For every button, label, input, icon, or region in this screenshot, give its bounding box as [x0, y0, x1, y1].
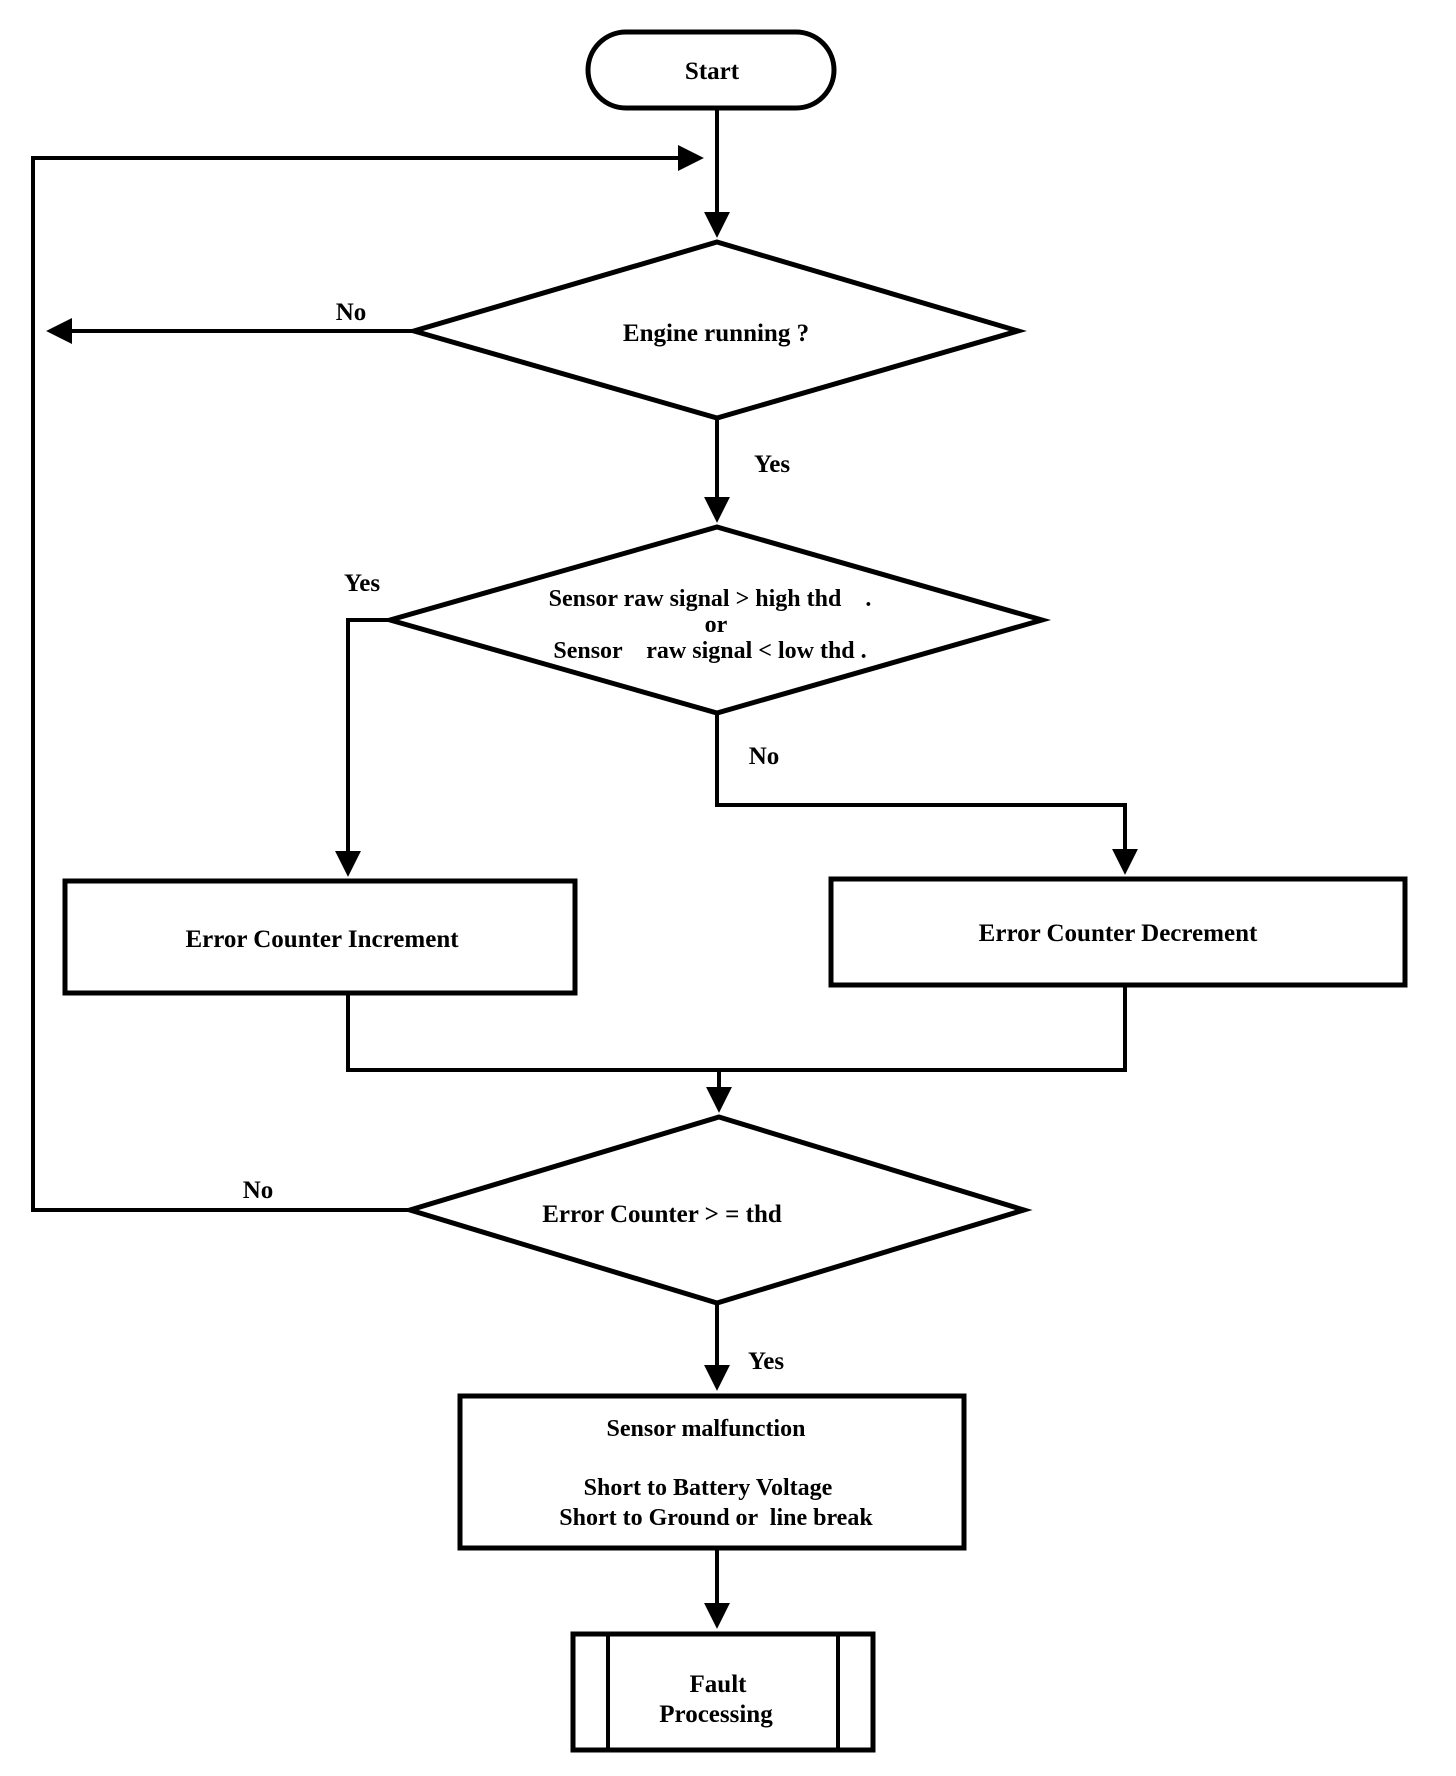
predefined-fault-processing-label-line1: Fault: [690, 1671, 748, 1698]
process-sensor-malfunction-label-line3: Short to Ground or line break: [559, 1505, 873, 1531]
connector-feedback-loop: [31, 145, 704, 1212]
decision-sensor-signal-label-line2: or: [705, 612, 728, 638]
edge-label-threshold-yes: Yes: [748, 1348, 784, 1375]
edge-label-sensor-signal-no: No: [749, 743, 780, 770]
edge-label-engine-running-no: No: [336, 299, 367, 326]
decision-sensor-signal-shape: [380, 524, 1052, 716]
start-node-label: Start: [685, 58, 740, 85]
decision-engine-running-shape: [405, 239, 1027, 421]
process-error-counter-decrement-shape: [828, 876, 1408, 988]
decision-engine-running-label: Engine running ?: [623, 320, 809, 347]
connector-sensor-signal-no: [715, 713, 1138, 875]
predefined-fault-processing-label-line2: Processing: [659, 1701, 773, 1728]
edge-label-sensor-signal-yes: Yes: [344, 570, 380, 597]
edge-label-engine-running-yes: Yes: [754, 451, 790, 478]
process-error-counter-decrement-label: Error Counter Decrement: [979, 920, 1258, 947]
decision-error-counter-threshold-label: Error Counter > = thd: [542, 1201, 782, 1228]
connector-sensor-signal-yes: [335, 618, 392, 877]
process-sensor-malfunction-shape: [457, 1393, 967, 1551]
predefined-fault-processing-shape: [570, 1631, 876, 1753]
decision-sensor-signal-label-line3: Sensor raw signal < low thd .: [553, 638, 866, 664]
process-sensor-malfunction-label-line1: Sensor malfunction: [607, 1416, 806, 1442]
process-error-counter-increment-label: Error Counter Increment: [185, 926, 459, 953]
process-error-counter-increment-shape: [62, 878, 578, 996]
process-sensor-malfunction-label-line2: Short to Battery Voltage: [584, 1475, 833, 1501]
decision-sensor-signal-label-line1: Sensor raw signal > high thd .: [549, 586, 872, 612]
edge-label-threshold-no: No: [243, 1177, 274, 1204]
decision-error-counter-threshold-shape: [401, 1114, 1033, 1306]
start-node-shape: [585, 29, 837, 111]
